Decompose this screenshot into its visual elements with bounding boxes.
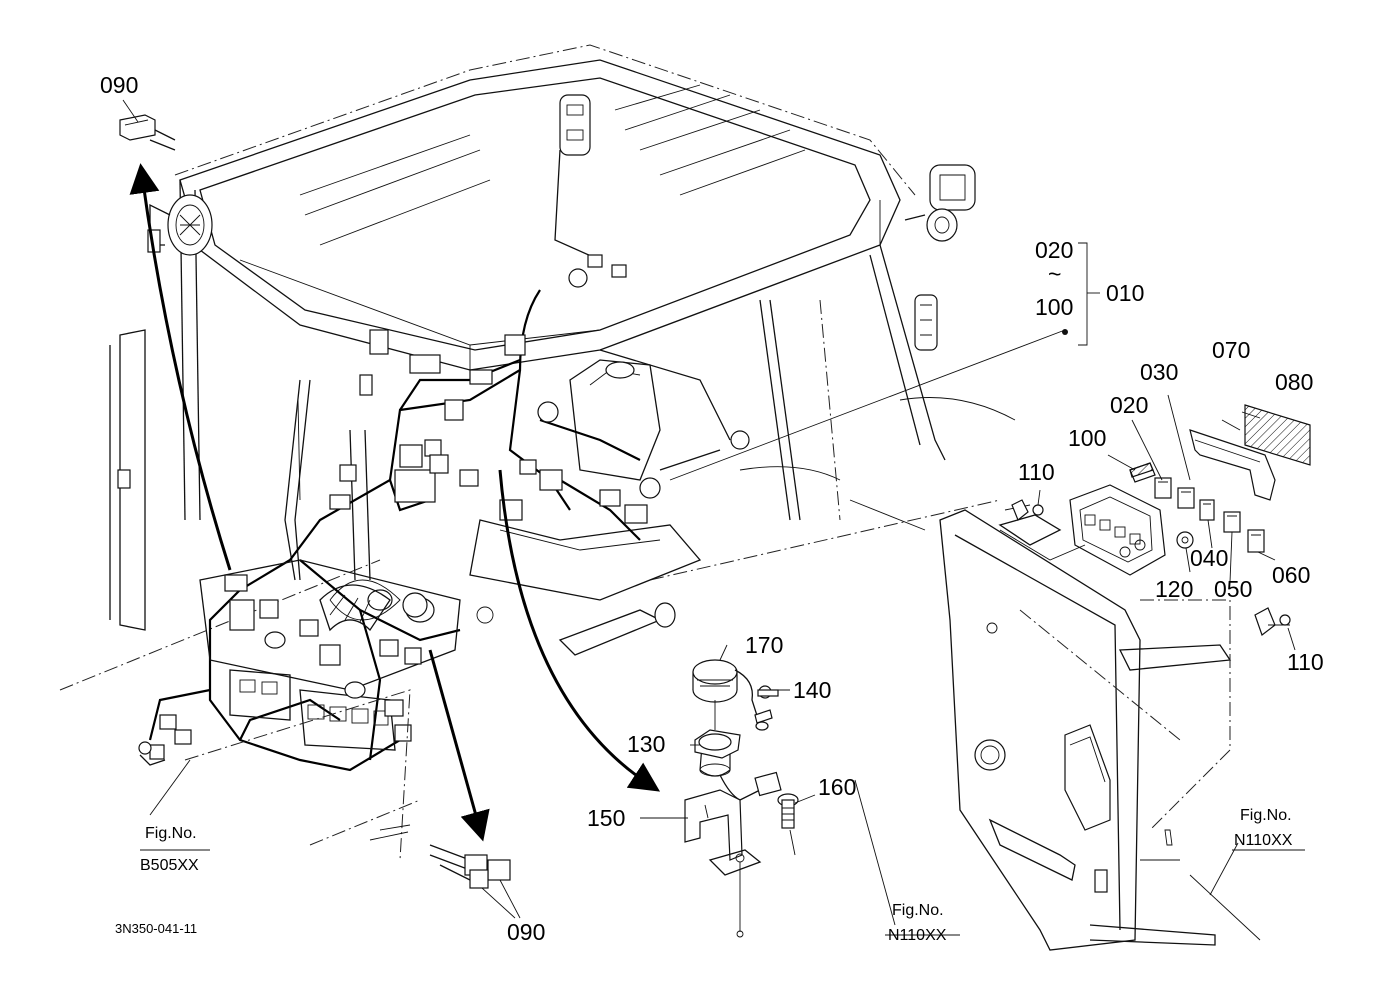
side-mirror-lamp [914,294,938,351]
label-070: 070 [1212,337,1250,363]
arrows [129,163,1068,842]
leader-lines [122,99,1305,936]
label-090-bottom: 090 [507,919,545,945]
label-110-lower: 110 [1287,649,1324,675]
label-140: 140 [793,677,831,703]
label-120: 120 [1155,576,1193,602]
label-010: 010 [1106,280,1144,306]
label-100-range: 100 [1035,294,1073,320]
label-150: 150 [587,805,625,831]
label-range-tilde: ~ [1048,261,1061,287]
label-030: 030 [1140,359,1178,385]
fig-ref-n110-bottom-label: Fig.No. [892,902,944,919]
harness-connectors [329,268,750,524]
switch-assembly [684,659,799,938]
work-lamp-right [904,164,976,242]
label-130: 130 [627,731,665,757]
label-110-upper: 110 [1018,459,1055,485]
label-040: 040 [1190,545,1228,571]
label-020-range: 020 [1035,237,1073,263]
part-labels: 090 020 ~ 100 010 070 080 030 020 100 11… [100,72,1324,945]
cab-door-panel [939,509,1261,951]
label-050: 050 [1214,576,1252,602]
cab-roof [174,44,916,371]
drawing-code: 3N350-041-11 [115,921,197,936]
roof-beacon [554,94,627,278]
label-170: 170 [745,632,783,658]
label-020: 020 [1110,392,1148,418]
fig-ref-b505-label: Fig.No. [145,825,197,842]
label-060: 060 [1272,562,1310,588]
fuse-box-assembly [138,559,461,861]
fig-ref-n110-bottom-code: N110XX [888,927,947,944]
label-160: 160 [818,774,856,800]
label-100: 100 [1068,425,1106,451]
fig-ref-n110-right-code: N110XX [1234,832,1293,849]
connector-090-bottom [429,844,521,919]
label-090-top: 090 [100,72,138,98]
fig-ref-b505-code: B505XX [140,857,199,874]
cab-frame [59,179,1016,691]
connector-090-top [119,114,176,151]
label-080: 080 [1275,369,1313,395]
fuse-block-exploded [1004,404,1311,636]
fig-ref-n110-right-label: Fig.No. [1240,807,1292,824]
operator-seat [469,359,702,656]
figure-references: Fig.No. B505XX Fig.No. N110XX Fig.No. N1… [115,807,1293,944]
work-lamp-left [147,194,213,256]
